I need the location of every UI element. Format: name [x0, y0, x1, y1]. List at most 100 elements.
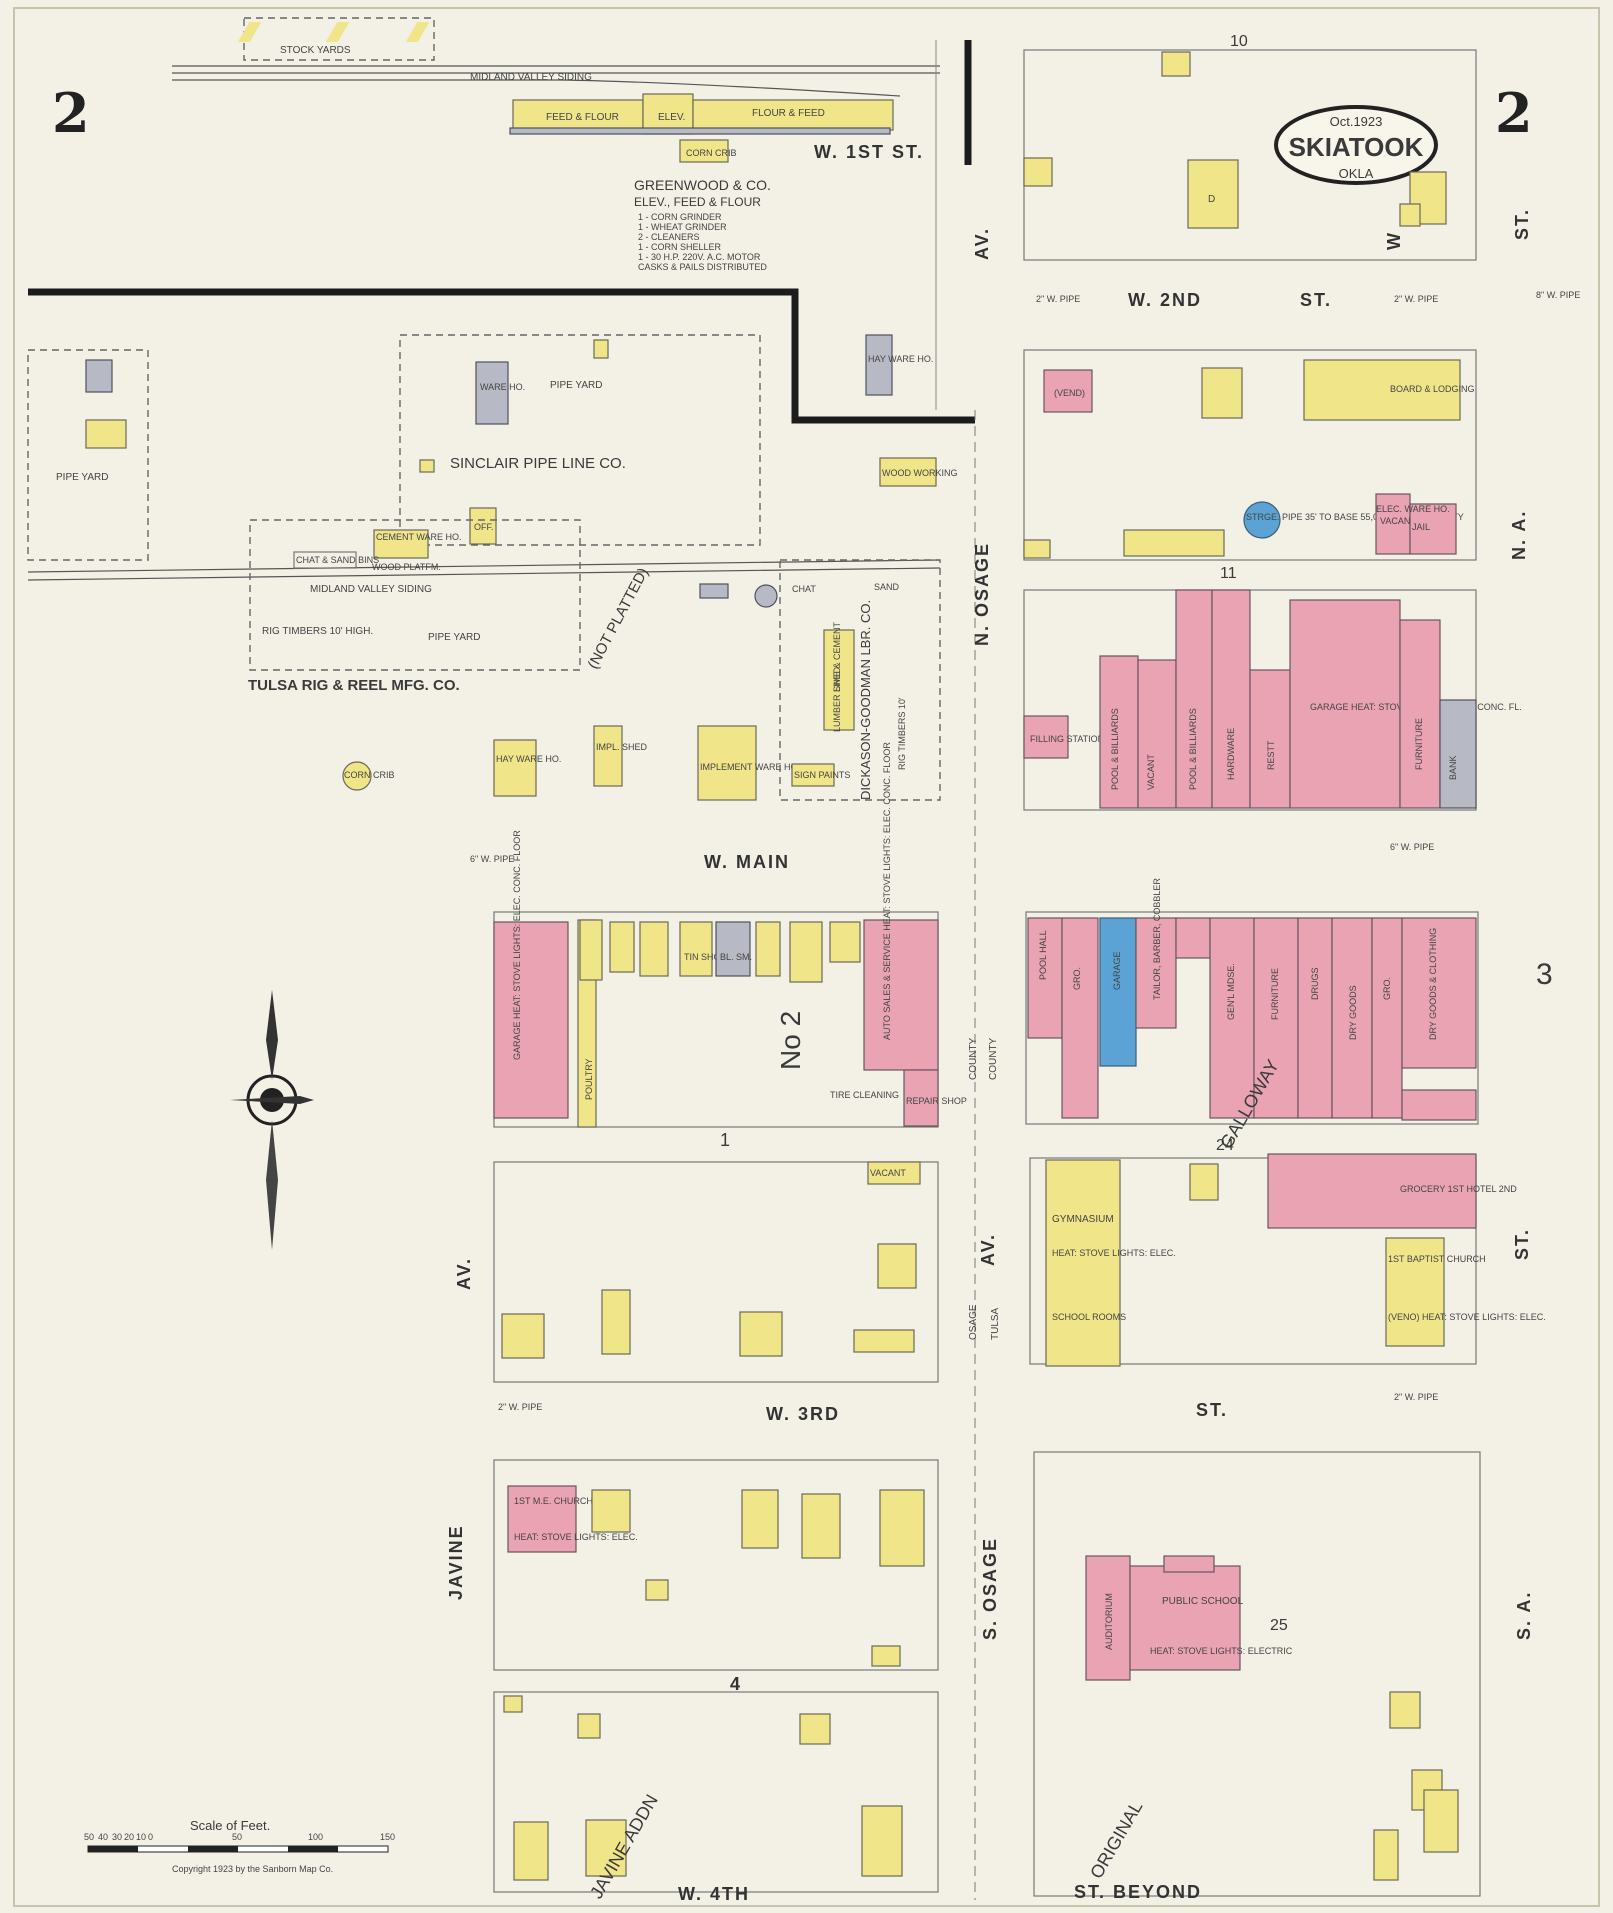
- scale-tick: 50: [84, 1832, 94, 1842]
- hay-ware-ho-label: HAY WARE HO.: [868, 354, 933, 364]
- flour-feed-label: FLOUR & FEED: [752, 108, 825, 119]
- restt-label: RESTT: [1266, 740, 1276, 770]
- pipe-label: 2" W. PIPE: [1394, 1392, 1438, 1402]
- pipe-label: 8" W. PIPE: [1536, 290, 1580, 300]
- greenwood-item: CASKS & PAILS DISTRIBUTED: [638, 262, 767, 272]
- greenwood-label: GREENWOOD & CO.: [634, 177, 771, 193]
- ware-ho-label: WARE HO.: [480, 382, 525, 392]
- stock-yards: STOCK YARDS: [237, 17, 435, 61]
- block-11-label: 11: [1220, 565, 1237, 582]
- block-10-label: 10: [1230, 33, 1248, 50]
- bl-sm-label: BL. SM.: [720, 952, 752, 962]
- impl-shed-label: IMPL. SHED: [596, 742, 648, 752]
- cement-ware-label: CEMENT WARE HO.: [376, 532, 462, 542]
- block-bottom-west: [493, 1691, 939, 1893]
- dickason-lumber: LIME & CEMENT LUMBER SHED DICKASON-GOODM…: [699, 559, 941, 801]
- pipe-yard-west: PIPE YARD: [27, 349, 149, 561]
- me-church-label: 1ST M.E. CHURCH SOUTH: [514, 1496, 627, 1506]
- hay-ware-ho-top: HAY WARE HO. WOOD WORKING: [865, 334, 958, 487]
- grocery-hotel-label: GROCERY 1ST HOTEL 2ND: [1400, 1184, 1517, 1194]
- dwelling-label: D: [1208, 194, 1215, 205]
- pipe-yard-2-label: PIPE YARD: [550, 380, 602, 391]
- pipe-yard-3-label: PIPE YARD: [428, 632, 480, 643]
- original-label: ORIGINAL: [1086, 1797, 1146, 1882]
- block-24-label: 24: [1216, 1137, 1234, 1154]
- scale-tick: 50: [232, 1832, 242, 1842]
- state-name: OKLA: [1339, 166, 1374, 181]
- street-w-top: W: [1384, 231, 1404, 250]
- scale-tick: 100: [308, 1832, 323, 1842]
- hay-ware-2-label: HAY WARE HO.: [496, 754, 561, 764]
- genl-mdse-label: GEN'L MDSE.: [1226, 963, 1236, 1020]
- vacant-3-label: VACANT: [870, 1168, 906, 1178]
- block-24: GYMNASIUM HEAT: STOVE LIGHTS: ELEC. SCHO…: [1029, 1153, 1546, 1367]
- scale-tick: 40: [98, 1832, 108, 1842]
- street-osage-av: AV.: [978, 1233, 998, 1266]
- boarding-label: BOARD & LODGING: [1390, 384, 1475, 394]
- dry-goods-label: DRY GOODS: [1348, 985, 1358, 1040]
- baptist-sub-label: (VENO) HEAT: STOVE LIGHTS: ELEC.: [1388, 1312, 1546, 1322]
- tin-shop-label: TIN SHOP: [684, 952, 727, 962]
- hardware-label: HARDWARE: [1226, 728, 1236, 780]
- business-block-south: POOL HALL GRO. GARAGE TAILOR, BARBER, CO…: [1025, 878, 1479, 1125]
- tulsa-rig-reel: RIG TIMBERS 10' HIGH. PIPE YARD TULSA RI…: [248, 519, 850, 801]
- pool-billiards-2-label: POOL & BILLIARDS: [1188, 708, 1198, 790]
- pipe-label: 6" W. PIPE: [1390, 842, 1434, 852]
- filling-station-label: FILLING STATION: [1030, 734, 1104, 744]
- wood-working-label: WOOD WORKING: [882, 468, 958, 478]
- county-osage: COUNTY: [968, 1037, 979, 1080]
- block-3-label: 3: [1536, 958, 1553, 991]
- block-25: AUDITORIUM PUBLIC SCHOOL HEAT: STOVE LIG…: [1033, 1451, 1481, 1897]
- lime-cement-label: LIME & CEMENT: [832, 621, 842, 692]
- siding-top-label: MIDLAND VALLEY SIDING: [470, 72, 592, 83]
- street-w-1st: W. 1ST ST.: [814, 142, 924, 162]
- tank-label: STRGE. PIPE 35' TO BASE 55,000 GALS. CAP…: [1246, 512, 1464, 522]
- stock-yards-label: STOCK YARDS: [280, 45, 351, 56]
- rig-timbers-10-label: RIG TIMBERS 10': [897, 697, 907, 770]
- greenwood-item: 1 - CORN GRINDER: [638, 212, 722, 222]
- off-label: OFF.: [474, 522, 494, 532]
- sign-paints-label: SIGN PAINTS: [794, 770, 850, 780]
- repair-shop-label: REPAIR SHOP: [906, 1096, 967, 1106]
- vacant-label: VACANT: [1380, 516, 1416, 526]
- business-block-north: FILLING STATION POOL & BILLIARDS VACANT …: [1023, 589, 1522, 811]
- feed-flour-label: FEED & FLOUR: [546, 112, 619, 123]
- garage-blue-label: GARAGE: [1112, 951, 1122, 990]
- scale-tick: 0: [148, 1832, 153, 1842]
- no2-label: No 2: [775, 1011, 806, 1070]
- street-w-3rd: W. 3RD: [766, 1404, 840, 1424]
- sand-label: SAND: [874, 582, 900, 592]
- gymnasium-label: GYMNASIUM: [1052, 1214, 1114, 1225]
- pipe-label: 2" W. PIPE: [1394, 294, 1438, 304]
- sheet-number-left: 2: [52, 81, 90, 145]
- tire-label: TIRE CLEANING: [830, 1090, 899, 1100]
- sinclair-yard: WARE HO. PIPE YARD SINCLAIR PIPE LINE CO…: [373, 334, 761, 559]
- street-beyond: ST. BEYOND: [1074, 1882, 1202, 1902]
- sheet-number-right: 2: [1495, 81, 1533, 145]
- street-w-2nd-st: ST.: [1300, 290, 1332, 310]
- gro-2-label: GRO.: [1382, 977, 1392, 1000]
- vacant-2-label: VACANT: [1146, 754, 1156, 790]
- greenwood-item: 1 - CORN SHELLER: [638, 242, 722, 252]
- pool-hall-label: POOL HALL: [1038, 930, 1048, 980]
- tailor-label: TAILOR, BARBER, COBBLER: [1152, 878, 1162, 1000]
- street-st-right-top: ST.: [1512, 208, 1532, 240]
- corn-crib-label: CORN CRIB: [686, 148, 737, 158]
- scale-bar: Scale of Feet. 50 40 30 20 10 0 50 100 1…: [84, 1818, 395, 1874]
- scale-tick: 10: [136, 1832, 146, 1842]
- city-name: SKIATOOK: [1289, 132, 1424, 162]
- gro-label: GRO.: [1072, 967, 1082, 990]
- street-n-osage-av: AV.: [972, 227, 992, 260]
- pipe-label: 6" W. PIPE: [470, 854, 514, 864]
- scale-tick: 30: [112, 1832, 122, 1842]
- pipe-label: 2" W. PIPE: [1036, 294, 1080, 304]
- map-border: [13, 7, 1600, 1907]
- chat-label: CHAT: [792, 584, 816, 594]
- elec-ware-label: ELEC. WARE HO.: [1376, 504, 1450, 514]
- baptist-label: 1ST BAPTIST CHURCH: [1388, 1254, 1486, 1264]
- chat-sand-label: CHAT & SAND BINS: [296, 555, 379, 565]
- street-w-3rd-st: ST.: [1196, 1400, 1228, 1420]
- block-10: 10 D: [1023, 33, 1477, 261]
- implement-label: IMPLEMENT WARE HO.: [700, 762, 800, 772]
- tulsa-rig-label: TULSA RIG & REEL MFG. CO.: [248, 677, 460, 694]
